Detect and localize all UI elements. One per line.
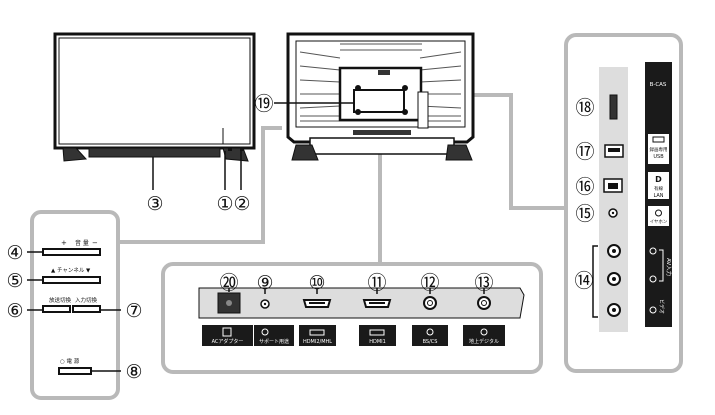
- volume-button[interactable]: [42, 248, 101, 256]
- bottom-port-frame: [161, 262, 543, 374]
- lan-label-box: [648, 172, 669, 199]
- power-button[interactable]: [58, 367, 92, 375]
- channel-label: ▲ チャンネル ▼: [51, 267, 91, 274]
- side-buttons: + 音 量 − ▲ チャンネル ▼ 放送切換 入力切換 ○ 電 源: [27, 239, 121, 375]
- callout-14: ⑭: [574, 270, 593, 292]
- tv-rear-view: [274, 32, 475, 161]
- tv-front-right-foot: [222, 147, 249, 162]
- side-port-frame: [564, 33, 683, 373]
- callout-19: ⑲: [254, 93, 273, 115]
- volume-label: 音 量: [75, 239, 89, 247]
- video-label: ビデオ: [658, 299, 665, 314]
- input-switch-button[interactable]: [72, 305, 101, 313]
- rear-vesa-pattern: [353, 89, 405, 113]
- terrestrial-label: 地上デジタル: [469, 338, 499, 345]
- hdmi2-label: HDMI2/MHL: [303, 339, 332, 345]
- tv-front-screen: [58, 37, 251, 145]
- tv-front-left-foot: [62, 147, 88, 162]
- callout-10: ⑩: [308, 272, 325, 294]
- lan-label-line2: LAN: [653, 193, 663, 199]
- callouts: ① ② ③ ④ ⑤ ⑥ ⑦ ⑧ ⑨ ⑩ ⑪ ⑫ ⑬ ⑭ ⑮ ⑯ ⑰ ⑱ ⑲ ⑳: [6, 93, 594, 383]
- rear-soundbar: [309, 137, 455, 155]
- input-switch-label: 入力切換: [75, 296, 98, 304]
- callout-16: ⑯: [575, 176, 594, 198]
- bottom-port-panel: ACアダプター サポート用途 HDMI2/MHL HDMI1 BS/CS 地上デ…: [198, 287, 525, 346]
- callout-3: ③: [146, 193, 163, 215]
- callout-15: ⑮: [575, 203, 594, 225]
- bcas-slot: [609, 94, 618, 120]
- bs-cs-label: BS/CS: [423, 339, 438, 345]
- tv-front-soundbar: [88, 147, 221, 158]
- support-label: サポート用途: [259, 338, 289, 345]
- broadcast-switch-label: 放送切換: [49, 296, 72, 304]
- hdmi1-label: HDMI1: [369, 339, 386, 345]
- callout-13: ⑬: [474, 272, 493, 294]
- side-button-leader: [118, 126, 282, 244]
- callout-20: ⑳: [219, 272, 238, 294]
- guide-lines: [30, 33, 683, 400]
- volume-plus-label: +: [61, 239, 67, 247]
- broadcast-switch-button[interactable]: [42, 305, 71, 313]
- ac-adapter-label: ACアダプター: [212, 338, 244, 345]
- earphone-label: イヤホン: [650, 219, 668, 225]
- rear-left-foot: [291, 144, 319, 161]
- callout-11: ⑪: [367, 272, 386, 294]
- av-input-label: AV入力: [665, 258, 673, 276]
- callout-6: ⑥: [6, 300, 23, 322]
- callout-4: ④: [6, 242, 23, 264]
- callout-8: ⑧: [125, 361, 142, 383]
- power-label: ○ 電 源: [60, 357, 80, 365]
- callout-17: ⑰: [575, 141, 594, 163]
- rear-right-foot: [445, 144, 473, 161]
- callout-18: ⑱: [575, 97, 594, 119]
- callout-9: ⑨: [256, 272, 273, 294]
- support-label-box: [254, 325, 294, 346]
- callout-5: ⑤: [6, 270, 23, 292]
- side-button-frame: [30, 210, 120, 400]
- usb-label-line2: USB: [653, 154, 664, 160]
- usb-label-line1: 録画専用: [650, 146, 668, 153]
- channel-button[interactable]: [42, 276, 101, 284]
- bottom-port-strip: [198, 287, 525, 319]
- lan-label-line1: 有線: [654, 185, 663, 192]
- callout-2: ②: [233, 193, 250, 215]
- tv-front-view: [53, 32, 256, 190]
- callout-1: ①: [216, 193, 233, 215]
- callout-7: ⑦: [125, 300, 142, 322]
- callout-12: ⑫: [420, 272, 439, 294]
- bcas-label: B-CAS: [650, 82, 667, 88]
- side-port-panel: B-CAS 録画専用 USB D 有線 LAN イヤホン AV入力 ビデオ: [592, 62, 673, 332]
- lan-glyph: D: [655, 175, 662, 184]
- volume-minus-label: −: [92, 239, 98, 247]
